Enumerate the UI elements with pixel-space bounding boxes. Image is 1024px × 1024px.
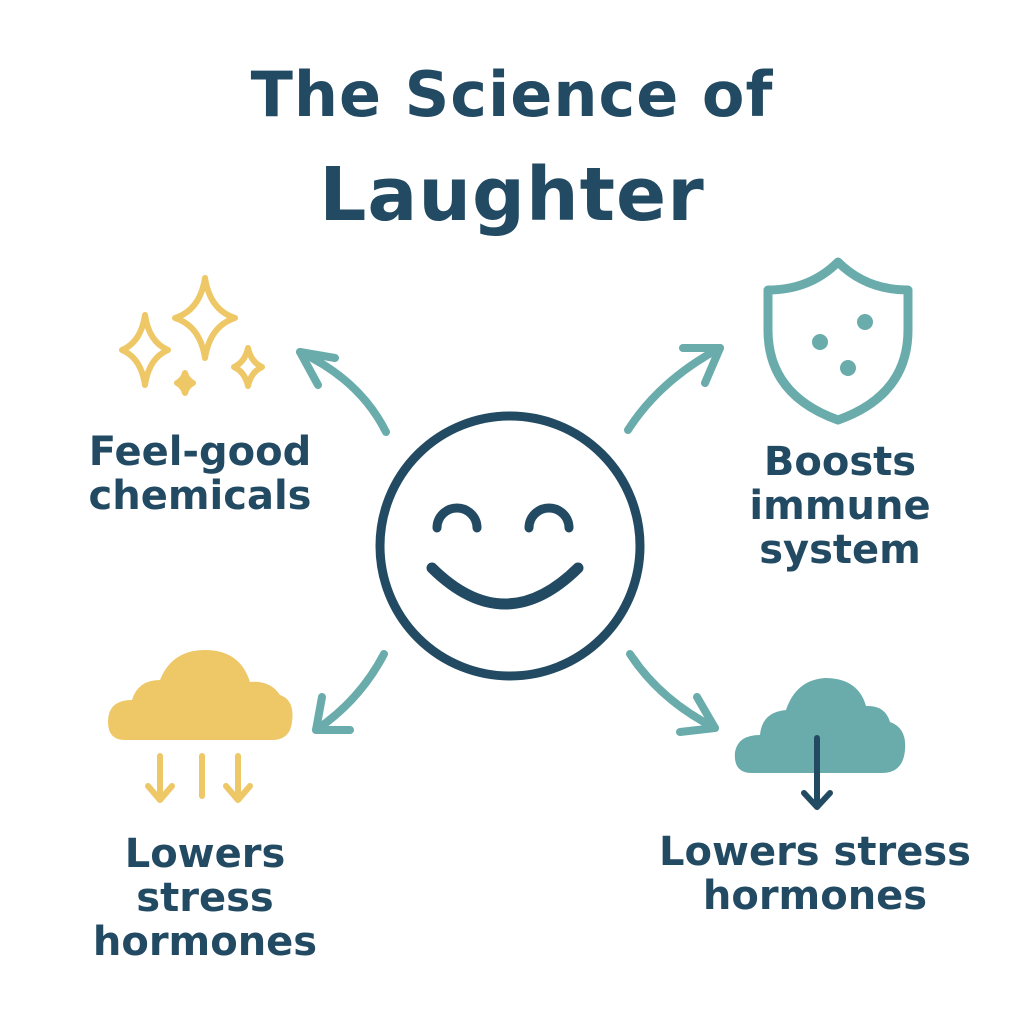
label-line: Feel-good (88, 429, 312, 475)
label-lowers-stress-hormones-right: Lowers stress hormones (640, 830, 990, 918)
label-line: chemicals (88, 473, 312, 519)
arrow-to-top-right (624, 344, 724, 434)
label-boosts-immune-system: Boosts immune system (700, 440, 980, 572)
label-line: Lowers (124, 831, 286, 877)
label-line: Lowers stress (659, 829, 971, 875)
title-line-1: The Science of (250, 58, 774, 131)
label-line: hormones (92, 919, 318, 965)
label-line: immune (749, 483, 931, 529)
label-line: Boosts (763, 439, 917, 485)
label-line: system (759, 527, 921, 573)
smiley-face-icon (375, 411, 645, 681)
label-feel-good-chemicals: Feel-good chemicals (60, 430, 340, 518)
label-line: hormones (702, 873, 928, 919)
cloud-down-arrow-icon (734, 678, 906, 810)
cloud-down-arrows-icon (108, 650, 293, 803)
label-lowers-stress-hormones-left: Lowers stress hormones (60, 832, 350, 964)
arrow-to-bottom-right (626, 650, 719, 736)
arrow-to-bottom-left (312, 650, 388, 734)
sparkles-icon (119, 275, 265, 396)
label-line: stress (136, 875, 274, 921)
title-line-2: Laughter (319, 152, 705, 238)
arrow-to-top-left (296, 348, 390, 436)
shield-icon (763, 257, 913, 425)
